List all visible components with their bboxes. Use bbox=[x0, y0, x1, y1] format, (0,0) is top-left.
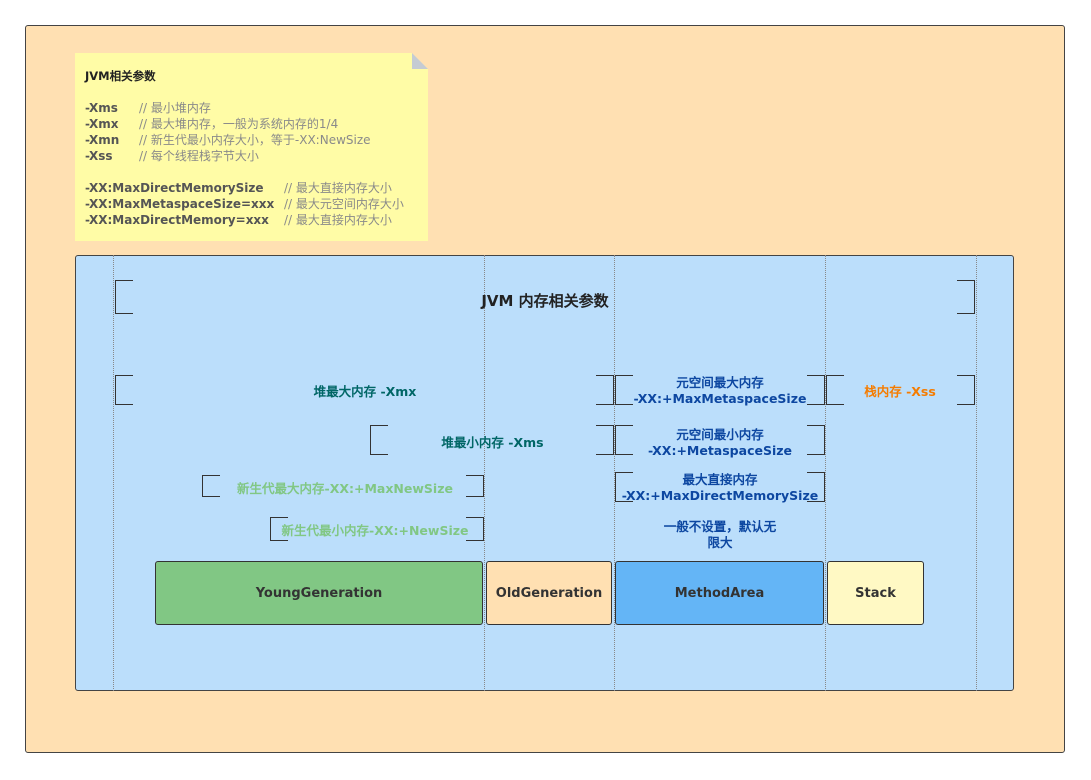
guide-line bbox=[976, 255, 977, 691]
meta-min-bracket-right bbox=[807, 425, 825, 455]
direct-bracket-left bbox=[615, 472, 633, 502]
old-generation-box: OldGeneration bbox=[486, 561, 612, 625]
stack-label: Stack bbox=[855, 585, 896, 601]
heap-min-bracket-left bbox=[370, 425, 388, 455]
guide-line bbox=[825, 255, 826, 691]
note-comment: // 最大元空间内存大小 bbox=[284, 197, 404, 211]
direct-bracket-right bbox=[807, 472, 825, 502]
meta-max-label-line1: 元空间最大内存 bbox=[676, 375, 764, 390]
note-param: -XX:MaxMetaspaceSize=xxx bbox=[85, 197, 275, 211]
title-bracket-left bbox=[115, 280, 133, 314]
note-comment: // 每个线程栈字节大小 bbox=[139, 149, 259, 163]
sticky-note bbox=[75, 53, 428, 241]
note-line: -Xss // 每个线程栈字节大小 bbox=[85, 149, 259, 163]
diagram-title: JVM 内存相关参数 bbox=[481, 292, 609, 310]
young-min-bracket-left bbox=[270, 517, 288, 541]
meta-max-label-line2: -XX:+MaxMetaspaceSize bbox=[633, 391, 807, 406]
note-param: -Xss bbox=[85, 149, 113, 163]
old-generation-label: OldGeneration bbox=[495, 585, 603, 601]
stack-box: Stack bbox=[827, 561, 924, 625]
young-max-bracket-left bbox=[202, 475, 220, 497]
note-param: -Xmn bbox=[85, 133, 120, 147]
young-max-label: 新生代最大内存-XX:+MaxNewSize bbox=[237, 481, 453, 496]
default-note-line1: 一般不设置，默认无 bbox=[663, 519, 777, 534]
default-note-line2: 限大 bbox=[707, 535, 733, 550]
heap-max-label: 堆最大内存 -Xmx bbox=[313, 384, 417, 399]
young-max-bracket-right bbox=[466, 475, 484, 497]
young-min-bracket-right bbox=[466, 517, 484, 541]
young-min-label: 新生代最小内存-XX:+NewSize bbox=[281, 523, 469, 538]
young-generation-box: YoungGeneration bbox=[155, 561, 483, 625]
note-line: -XX:MaxMetaspaceSize=xxx // 最大元空间内存大小 bbox=[85, 197, 404, 211]
guide-line bbox=[614, 255, 615, 691]
method-area-label: MethodArea bbox=[674, 585, 765, 601]
meta-min-bracket-left bbox=[615, 425, 633, 455]
method-area-box: MethodArea bbox=[615, 561, 824, 625]
note-fold-corner bbox=[412, 53, 428, 69]
note-param: -XX:MaxDirectMemory=xxx bbox=[85, 213, 269, 227]
note-line: -Xmx // 最大堆内存，一般为系统内存的1/4 bbox=[85, 117, 338, 131]
note-param: -Xmx bbox=[85, 117, 119, 131]
meta-max-bracket-right bbox=[807, 375, 825, 405]
heap-min-label: 堆最小内存 -Xms bbox=[441, 435, 544, 450]
guide-line bbox=[113, 255, 114, 691]
stack-param-label: 栈内存 -Xss bbox=[864, 384, 936, 399]
title-bracket-right bbox=[957, 280, 975, 314]
note-comment: // 最大直接内存大小 bbox=[284, 181, 392, 195]
stack-bracket-left bbox=[826, 375, 844, 405]
note-line: -XX:MaxDirectMemorySize // 最大直接内存大小 bbox=[85, 181, 392, 195]
meta-min-label-line2: -XX:+MetaspaceSize bbox=[648, 443, 792, 458]
note-line: -Xms // 最小堆内存 bbox=[85, 101, 211, 115]
note-title: JVM相关参数 bbox=[85, 69, 156, 83]
note-param: -Xms bbox=[85, 101, 118, 115]
heap-max-bracket-right bbox=[596, 375, 614, 405]
meta-min-label-line1: 元空间最小内存 bbox=[676, 427, 764, 442]
meta-max-bracket-left bbox=[615, 375, 633, 405]
direct-label-line2: -XX:+MaxDirectMemorySize bbox=[621, 488, 819, 503]
direct-label-line1: 最大直接内存 bbox=[682, 472, 758, 487]
young-generation-label: YoungGeneration bbox=[255, 585, 383, 601]
heap-max-bracket-left bbox=[115, 375, 133, 405]
note-comment: // 最小堆内存 bbox=[139, 101, 211, 115]
note-comment: // 新生代最小内存大小，等于-XX:NewSize bbox=[139, 133, 371, 147]
jvm-diagram-container bbox=[75, 255, 1014, 691]
note-param: -XX:MaxDirectMemorySize bbox=[85, 181, 264, 195]
note-comment: // 最大直接内存大小 bbox=[284, 213, 392, 227]
stack-bracket-right bbox=[957, 375, 975, 405]
guide-line bbox=[484, 255, 485, 691]
heap-min-bracket-right bbox=[596, 425, 614, 455]
note-line: -XX:MaxDirectMemory=xxx // 最大直接内存大小 bbox=[85, 213, 392, 227]
note-comment: // 最大堆内存，一般为系统内存的1/4 bbox=[139, 117, 339, 131]
note-line: -Xmn // 新生代最小内存大小，等于-XX:NewSize bbox=[85, 133, 371, 147]
